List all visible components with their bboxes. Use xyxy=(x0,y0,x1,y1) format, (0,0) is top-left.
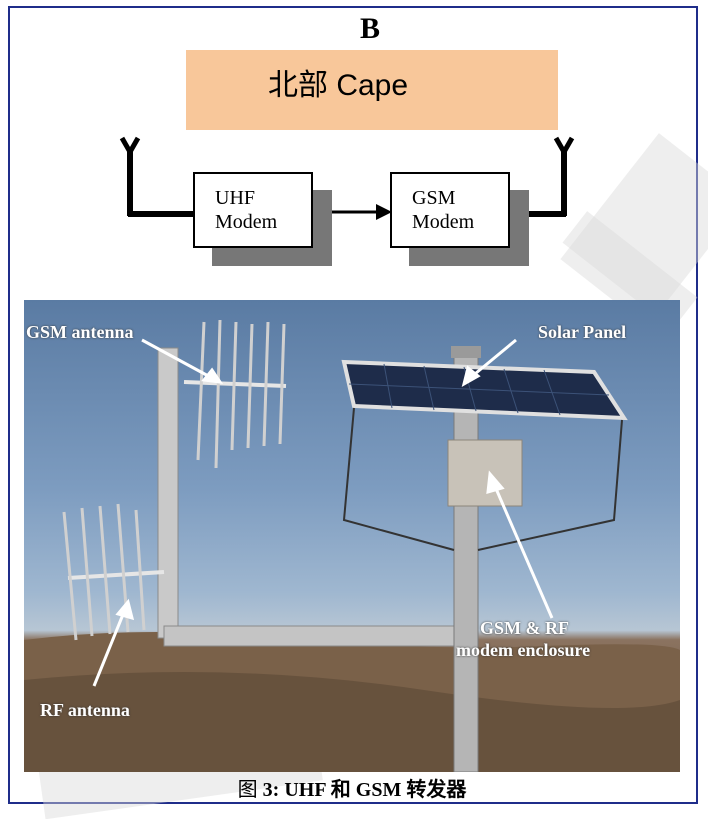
gsm-modem-box: GSM Modem xyxy=(390,172,510,248)
modem-enclosure xyxy=(447,439,523,507)
gsm-modem-line2: Modem xyxy=(412,211,475,233)
location-label: 北部 Cape xyxy=(268,69,409,102)
caption-number: 3: xyxy=(262,779,280,801)
left-antenna-fork xyxy=(119,136,141,158)
modem-link-arrowhead xyxy=(376,204,392,220)
mast-cap xyxy=(451,346,481,358)
gsm-antenna-arrow xyxy=(141,338,213,380)
enclosure-arrow xyxy=(492,483,554,619)
uhf-modem-line2: Modem xyxy=(215,211,278,233)
caption-text: UHF 和 GSM 转发器 xyxy=(284,779,467,801)
uhf-modem-line1: UHF xyxy=(215,187,256,209)
horizontal-pipe xyxy=(163,625,465,647)
gsm-modem-line1: GSM xyxy=(412,187,456,209)
right-mast xyxy=(453,349,479,772)
enclosure-label-line2: modem enclosure xyxy=(456,640,591,660)
location-box: 北部 Cape xyxy=(186,50,558,130)
block-diagram xyxy=(119,136,575,220)
rf-antenna-arrow xyxy=(92,611,126,687)
photo-illustration xyxy=(24,319,680,772)
section-label: B xyxy=(359,12,380,45)
uhf-modem-box: UHF Modem xyxy=(193,172,313,248)
enclosure-label-line1: GSM & RF xyxy=(480,618,569,638)
right-antenna-fork xyxy=(553,136,575,158)
hill-shading xyxy=(24,672,680,772)
installation-photo: GSM antenna Solar Panel GSM & RF modem e… xyxy=(24,300,680,772)
mast-pipe xyxy=(157,347,179,639)
solar-panel-label: Solar Panel xyxy=(538,322,627,342)
caption-prefix: 图 xyxy=(237,777,258,801)
gsm-antenna-label: GSM antenna xyxy=(26,322,134,342)
solar-panel-arrow xyxy=(469,338,517,380)
panel-support xyxy=(342,407,455,551)
rf-antenna-label: RF antenna xyxy=(40,700,130,720)
figure-caption: 图 3: UHF 和 GSM 转发器 xyxy=(24,773,680,802)
panel-support xyxy=(477,419,623,551)
